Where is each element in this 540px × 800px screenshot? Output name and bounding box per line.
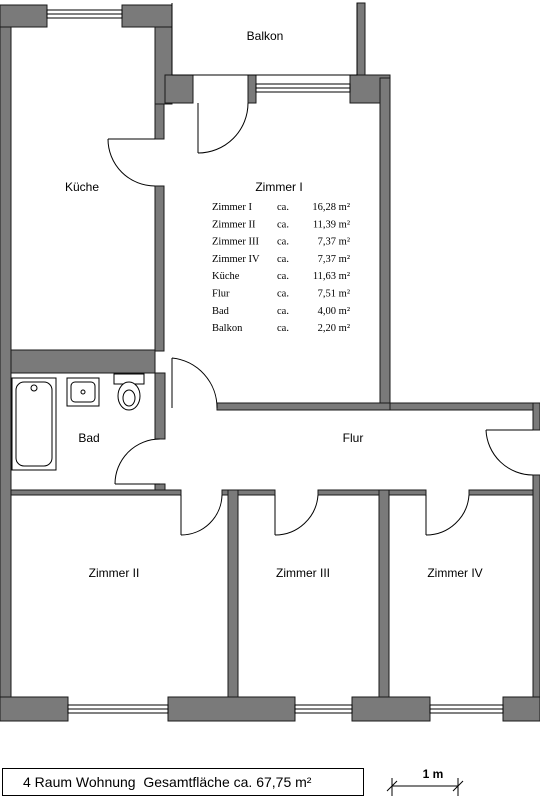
balcony-outline <box>171 3 358 76</box>
wall-balcony-right <box>356 2 366 80</box>
area-table-room: Bad <box>212 306 230 317</box>
area-table-value: 16,28 m² <box>312 202 350 213</box>
area-table-value: 11,63 m² <box>313 271 350 282</box>
wall-outer-right-upper <box>532 402 540 431</box>
bathtub-drain <box>30 384 38 392</box>
sink-drain <box>80 389 86 395</box>
label-flur: Flur <box>343 431 364 445</box>
wall-bad-right-upper <box>154 372 166 440</box>
area-table-value: 7,37 m² <box>318 237 350 248</box>
area-table-room: Zimmer IV <box>212 254 260 265</box>
wall-balcony-left-post <box>164 74 194 104</box>
area-table-value: 11,39 m² <box>313 219 350 230</box>
area-table-ca: ca. <box>277 219 289 230</box>
wall-top-kitchen-right <box>121 4 173 28</box>
scale-label: 1 m <box>422 767 444 781</box>
label-zimmer3: Zimmer III <box>276 566 330 580</box>
scale-bar-slash-left <box>386 780 398 792</box>
area-table-ca: ca. <box>277 237 289 248</box>
label-balkon: Balkon <box>247 29 284 43</box>
area-table-room: Zimmer I <box>212 202 252 213</box>
wall-zimmer1-flur <box>216 402 391 411</box>
area-table-room: Küche <box>212 271 240 282</box>
windows <box>46 9 504 714</box>
area-table-ca: ca. <box>277 306 289 317</box>
area-table-value: 2,20 m² <box>318 323 350 334</box>
wall-zimmer1-right <box>379 77 391 409</box>
area-table-ca: ca. <box>277 323 289 334</box>
wall-flur-bottom-mid1 <box>221 489 276 496</box>
area-table-ca: ca. <box>277 271 289 282</box>
area-table-room: Zimmer II <box>212 219 256 230</box>
wall-bottom-left <box>0 696 69 722</box>
walls <box>0 2 540 722</box>
area-table-room: Balkon <box>212 323 243 334</box>
wall-flur-top-right <box>389 402 534 411</box>
area-table-ca: ca. <box>277 289 289 300</box>
wall-kitchen-right-lower <box>154 185 165 352</box>
doors <box>107 102 534 536</box>
area-table-value: 4,00 m² <box>318 306 350 317</box>
bathroom-fixtures <box>11 373 145 471</box>
wall-top-left-corner <box>0 4 48 28</box>
area-table-ca: ca. <box>277 202 289 213</box>
area-table-value: 7,51 m² <box>318 289 350 300</box>
wall-flur-bottom-right <box>468 489 534 496</box>
door-kitchen-arc <box>107 138 156 187</box>
label-kueche: Küche <box>65 180 99 194</box>
wall-bad-bottom <box>10 489 182 496</box>
door-zimmer1-arc <box>171 357 218 409</box>
wall-zimmer3-zimmer4 <box>378 489 390 721</box>
door-bad-arc <box>114 438 161 485</box>
wall-bottom-mid1 <box>167 696 296 722</box>
wall-flur-bottom-mid2 <box>317 489 427 496</box>
wall-kitchen-bad <box>10 349 156 374</box>
bathtub-inner <box>15 381 53 467</box>
area-table-room: Flur <box>212 289 230 300</box>
wall-outer-right-lower <box>532 474 540 722</box>
label-zimmer2: Zimmer II <box>89 566 140 580</box>
room-labels: Balkon Küche Zimmer I Bad Flur Zimmer II… <box>65 29 483 580</box>
door-balcony-arc <box>197 102 249 154</box>
wall-bottom-right <box>502 696 540 722</box>
door-zimmer2-arc <box>180 494 223 536</box>
door-zimmer4-arc <box>425 494 470 536</box>
wall-balcony-mid-post <box>247 74 257 104</box>
scale-bar-slash-right <box>452 780 464 792</box>
scale-bar <box>386 778 464 796</box>
door-entry-arc <box>485 429 534 476</box>
label-zimmer1: Zimmer I <box>255 180 302 194</box>
label-zimmer4: Zimmer IV <box>427 566 482 580</box>
wall-zimmer2-zimmer3 <box>227 489 239 721</box>
wall-outer-left <box>0 14 12 722</box>
door-zimmer3-arc <box>274 494 319 536</box>
wall-bottom-mid2 <box>351 696 431 722</box>
area-table-value: 7,37 m² <box>318 254 350 265</box>
area-table-ca: ca. <box>277 254 289 265</box>
wall-kitchen-right-mid <box>154 103 165 140</box>
area-table-room: Zimmer III <box>212 237 259 248</box>
area-table: Zimmer I ca. 16,28 m² Zimmer II ca. 11,39 m² Z… <box>212 202 350 334</box>
footer-title-box: 4 Raum Wohnung Gesamtfläche ca. 67,75 m² <box>2 768 364 796</box>
toilet-seat <box>122 389 136 407</box>
label-bad: Bad <box>78 431 99 445</box>
